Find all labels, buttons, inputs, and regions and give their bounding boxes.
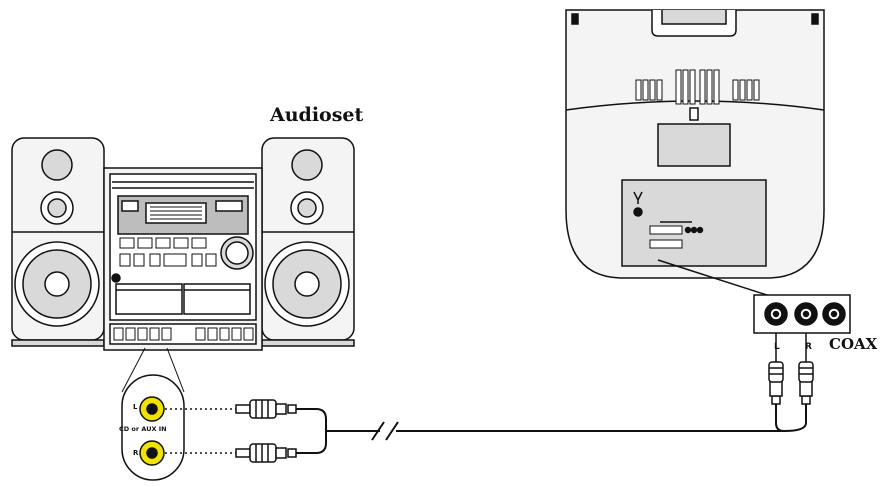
jack-right-label: R bbox=[133, 449, 139, 457]
coax-socket-box bbox=[753, 294, 851, 352]
coax-label: COAX bbox=[829, 335, 878, 353]
tv-right-label: R bbox=[805, 342, 812, 352]
tv-left-label: L bbox=[774, 342, 780, 352]
audioset-label: Audioset bbox=[270, 104, 364, 126]
dotted-leads bbox=[165, 408, 236, 454]
rca-plug-left bbox=[235, 399, 297, 419]
main-unit bbox=[103, 167, 263, 351]
left-speaker bbox=[11, 137, 105, 347]
audioset bbox=[11, 137, 355, 351]
tv-rca-plug-left bbox=[768, 352, 784, 405]
jack-left-label: L bbox=[133, 403, 138, 411]
tv-rca-plug-right bbox=[798, 352, 814, 405]
television bbox=[565, 9, 825, 297]
right-speaker bbox=[261, 137, 355, 347]
jack-zoom bbox=[121, 347, 185, 481]
rca-plug-right bbox=[235, 443, 297, 463]
antenna-icon bbox=[633, 191, 643, 204]
cd-aux-in-label: CD or AUX IN bbox=[119, 425, 167, 433]
audio-cable bbox=[296, 404, 807, 454]
